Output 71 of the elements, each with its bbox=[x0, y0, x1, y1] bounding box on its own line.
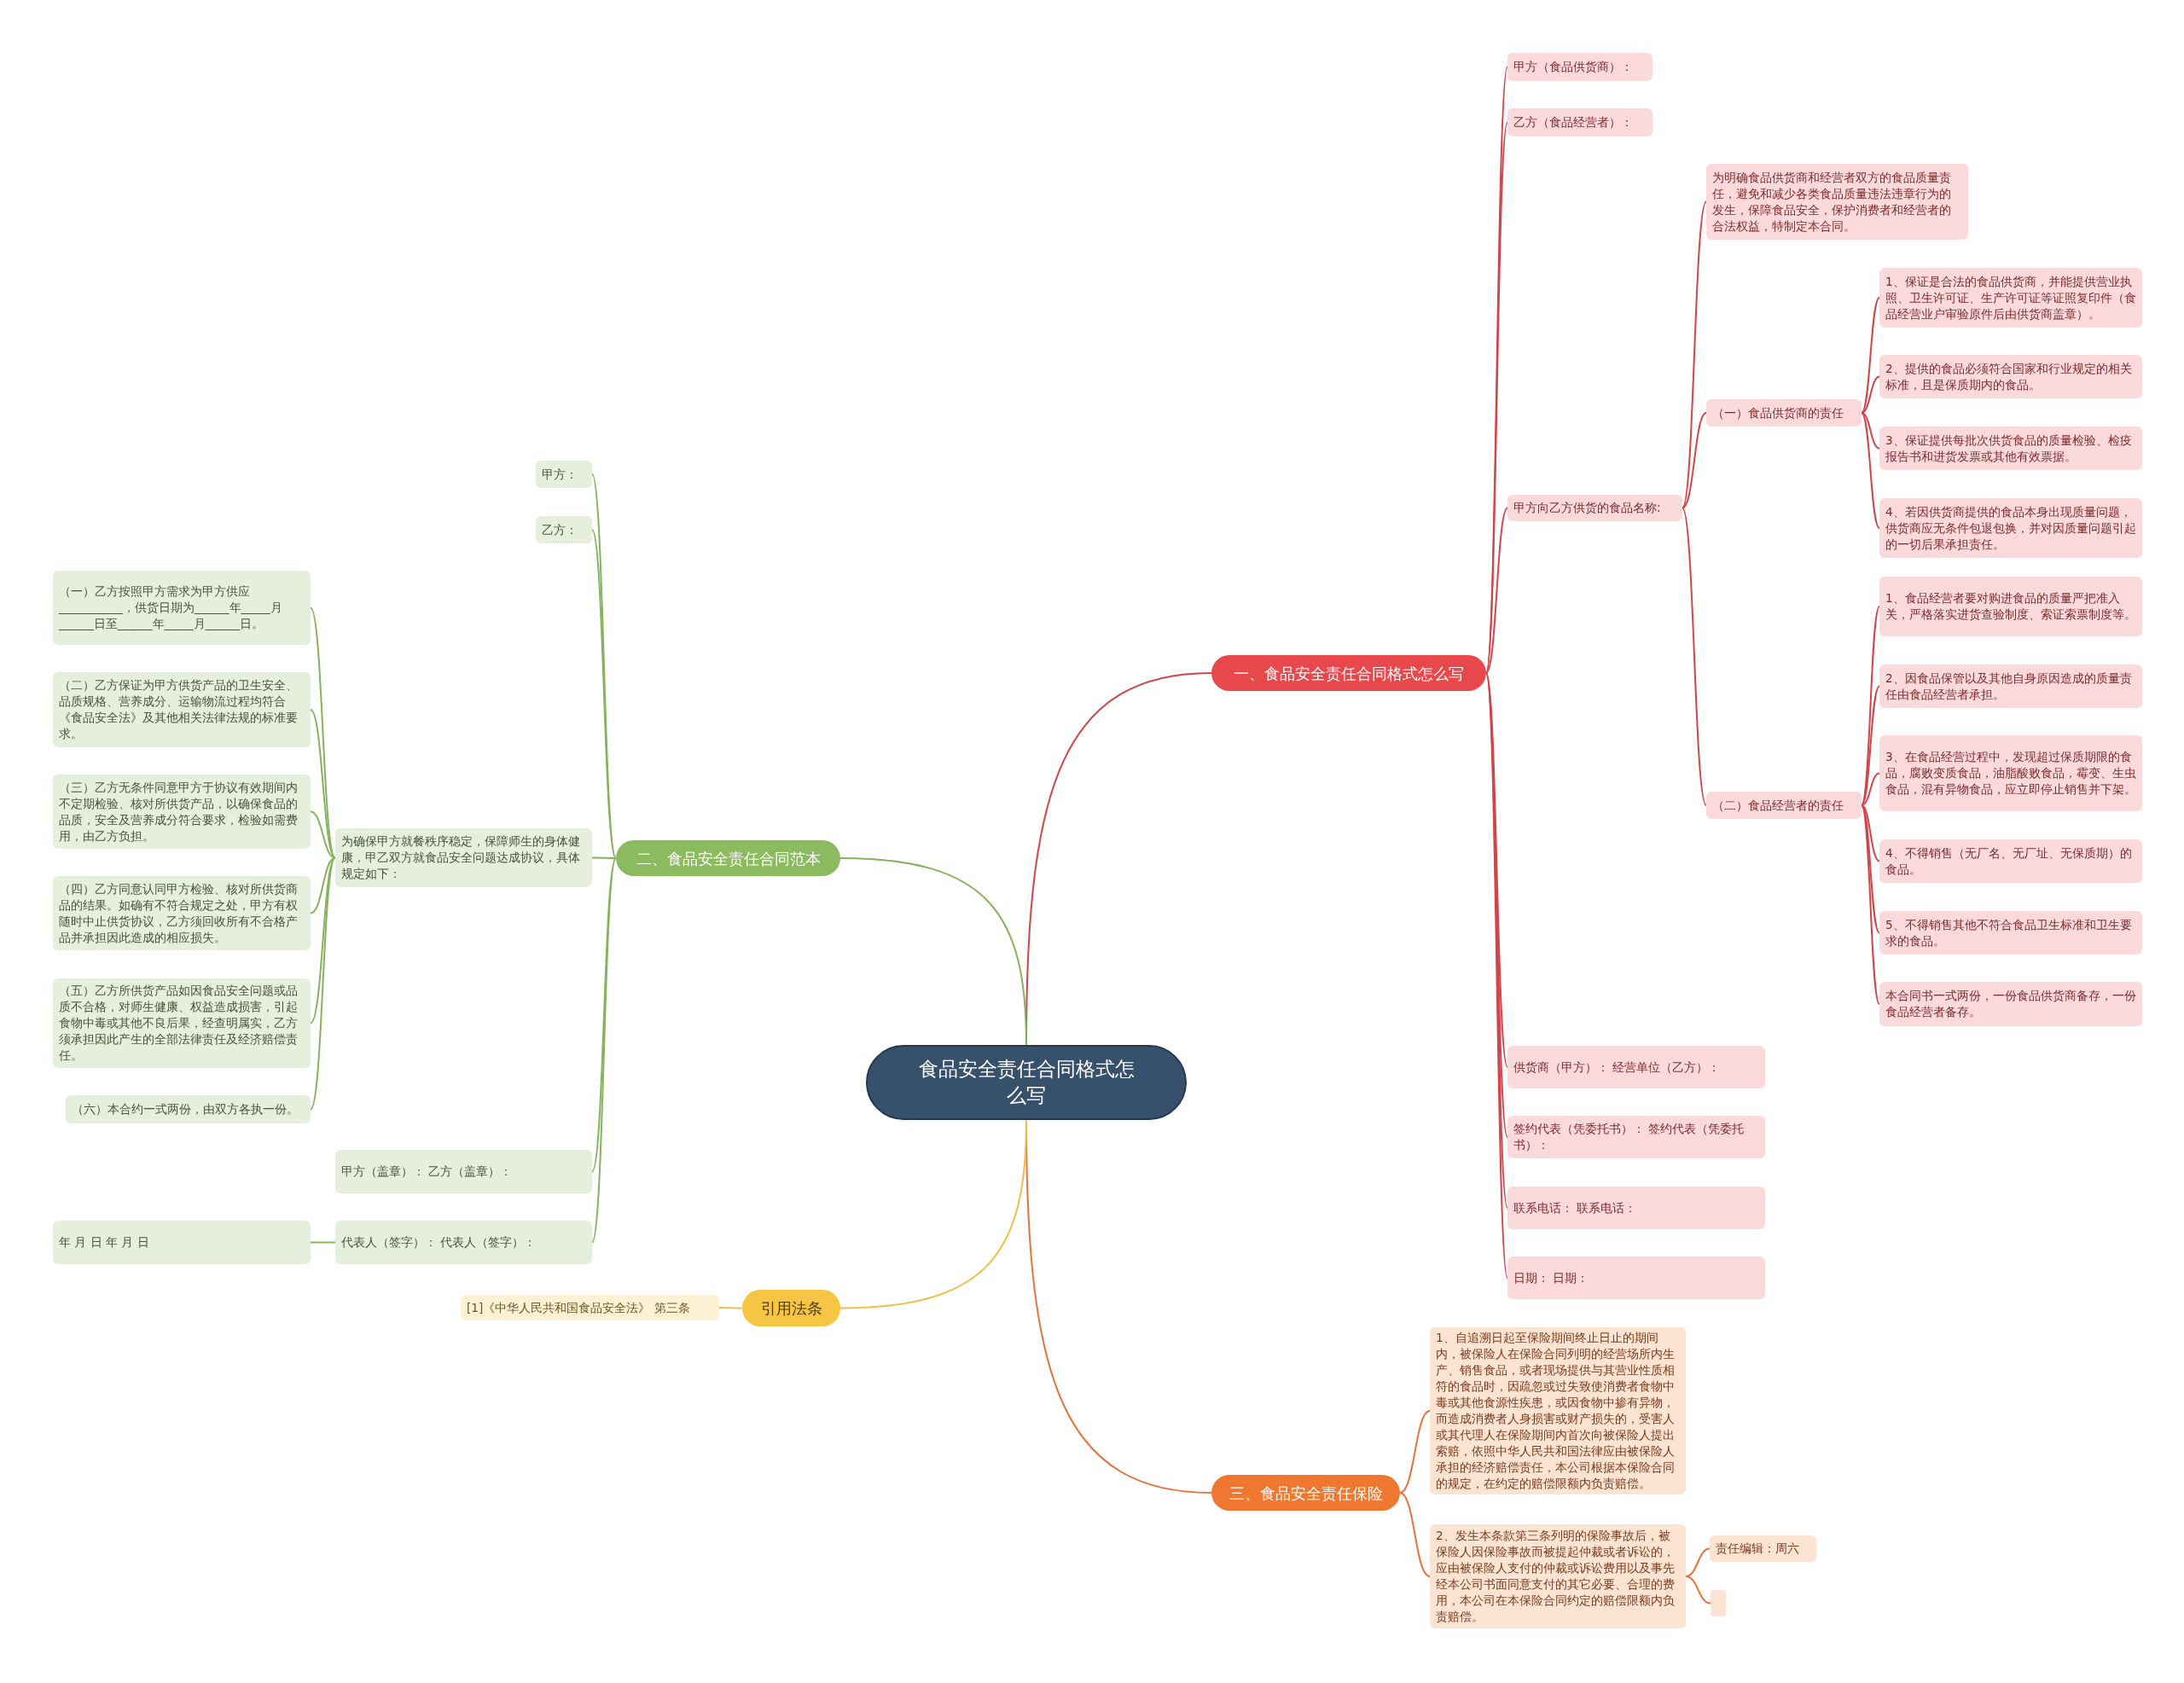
subtopic-box: （一）食品供货商的责任 bbox=[1706, 399, 1862, 427]
connector-line bbox=[591, 856, 617, 859]
connector-line bbox=[310, 810, 336, 859]
connector-line bbox=[1861, 412, 1880, 450]
subtopic-box: 年 月 日 年 月 日 bbox=[53, 1221, 311, 1264]
connector-line bbox=[1861, 804, 1880, 934]
subtopic-box: 甲方： bbox=[536, 461, 592, 488]
subtopic-box: 乙方： bbox=[536, 516, 592, 543]
subtopic-box: 3、保证提供每批次供货食品的质量检验、检疫报告书和进货发票或其他有效票据。 bbox=[1879, 427, 2142, 470]
branch-topic: 引用法条 bbox=[742, 1290, 840, 1326]
subtopic-box: 甲方向乙方供货的食品名称: bbox=[1507, 495, 1682, 521]
connector-line bbox=[718, 1307, 743, 1309]
connector-line bbox=[310, 709, 336, 859]
subtopic-box: 为确保甲方就餐秩序稳定，保障师生的身体健康，甲乙双方就食品安全问题达成协议，具体规定如下： bbox=[335, 828, 592, 887]
connector-line bbox=[1861, 297, 1880, 414]
connector-line bbox=[310, 856, 336, 914]
connector-line bbox=[1399, 1492, 1431, 1577]
subtopic-box: 联系电话： 联系电话： bbox=[1507, 1187, 1765, 1229]
connector-line bbox=[591, 857, 617, 1173]
connector-line bbox=[1861, 804, 1880, 1005]
connector-line bbox=[1861, 375, 1880, 414]
subtopic-box: 3、在食品经营过程中，发现超过保质期限的食品，腐败变质食品，油脂酸败食品，霉变、生虫食品，混有异物食品，应立即停止销售并下架。 bbox=[1879, 735, 2142, 811]
subtopic-box: （六）本合约一式两份，由双方各执一份。 bbox=[66, 1095, 311, 1123]
connector-line bbox=[839, 1119, 1027, 1309]
subtopic-box: 2、提供的食品必须符合国家和行业规定的相关标准，且是保质期内的食品。 bbox=[1879, 355, 2142, 398]
subtopic-box: 日期： 日期： bbox=[1507, 1256, 1765, 1299]
subtopic-box: [1]《中华人民共和国食品安全法》 第三条 bbox=[461, 1295, 719, 1320]
connector-line bbox=[310, 1241, 336, 1244]
connector-line bbox=[1685, 1576, 1711, 1605]
subtopic-box: （三）乙方无条件同意甲方于协议有效期间内不定期检验、核对所供货产品，以确保食品的品质，安全及营养成分符合要求，检验如需费用，由乙方负担。 bbox=[53, 775, 311, 849]
subtopic-box: 2、因食品保管以及其他自身原因造成的质量责任由食品经营者承担。 bbox=[1879, 664, 2142, 708]
connector-line bbox=[1861, 804, 1880, 862]
subtopic-box: 1、保证是合法的食品供货商，并能提供营业执照、卫生许可证、生产许可证等证照复印件（食品经营业户审验原件后由供货商盖章）。 bbox=[1879, 268, 2142, 328]
subtopic-box: 乙方（食品经营者）： bbox=[1507, 108, 1653, 136]
connector-line bbox=[1485, 507, 1508, 674]
subtopic-box: （二）乙方保证为甲方供货产品的卫生安全、品质规格、营养成分、运输物流过程均符合《食品安全法》及其他相关法律法规的标准要求。 bbox=[53, 672, 311, 747]
connector-line bbox=[1682, 200, 1707, 509]
subtopic-box: 4、不得销售（无厂名、无厂址、无保质期）的食品。 bbox=[1879, 839, 2142, 883]
connector-line bbox=[839, 857, 1027, 1046]
connector-line bbox=[1682, 507, 1707, 806]
connector-line bbox=[1399, 1410, 1431, 1494]
subtopic-box: 责任编辑：周六 bbox=[1710, 1535, 1816, 1562]
subtopic-box: 为明确食品供货商和经营者双方的食品质量责任，避免和减少各类食品质量违法违章行为的发生，保障食品安全，保护消费者和经营者的合法权益，特制定本合同。 bbox=[1706, 164, 1968, 240]
connector-line bbox=[310, 856, 336, 1024]
subtopic-box: （五）乙方所供货产品如因食品安全问题或品质不合格，对师生健康、权益造成损害，引起食物中毒或其他不良后果，经查明属实，乙方须承担因此产生的全部法律责任及经济赔偿责任。 bbox=[53, 978, 311, 1068]
branch-topic: 二、食品安全责任合同范本 bbox=[616, 840, 840, 876]
subtopic-box: 1、食品经营者要对购进食品的质量严把准入关，严格落实进货查验制度、索证索票制度等。 bbox=[1879, 577, 2142, 636]
connector-line bbox=[1685, 1547, 1711, 1577]
connector-line bbox=[1861, 412, 1880, 529]
connector-line bbox=[591, 857, 617, 1244]
subtopic-box: 签约代表（凭委托书）： 签约代表（凭委托书）： bbox=[1507, 1116, 1765, 1158]
subtopic-box: （二）食品经营者的责任 bbox=[1706, 792, 1862, 819]
branch-topic: 三、食品安全责任保险 bbox=[1211, 1475, 1400, 1511]
subtopic-box: 本合同书一式两份，一份食品供货商备存，一份食品经营者备存。 bbox=[1879, 982, 2142, 1026]
subtopic-box: （四）乙方同意认同甲方检验、核对所供货商品的结果。如确有不符合规定之处，甲方有权随时中止供货协议，乙方须回收所有不合格产品并承担因此造成的相应损失。 bbox=[53, 876, 311, 950]
connector-line bbox=[1861, 772, 1880, 806]
connector-line bbox=[310, 856, 336, 1111]
connector-line bbox=[1861, 685, 1880, 806]
empty-box bbox=[1711, 1590, 1726, 1616]
subtopic-box: （一）乙方按照甲方需求为甲方供应___________，供货日期为______年_____月______日至______年_____月______日。 bbox=[53, 571, 311, 645]
subtopic-box: 1、自追溯日起至保险期间终止日止的期间内，被保险人在保险合同列明的经营场所内生产、销售食品，或者现场提供与其营业性质相符的食品时，因疏忽或过失致使消费者食物中毒或其他食源性疾患，或因食物中掺有异物，而造成消费者人身损害或财产损失的，受害人或其代理人在保险期间内首次向被保险人提出索赔，依照中华人民共和国法律应由被保险人承担的经济赔偿责任，本公司根据本保险合同的规定，在约定的赔偿限额内负责赔偿。 bbox=[1430, 1327, 1686, 1494]
subtopic-box: 2、发生本条款第三条列明的保险事故后，被保险人因保险事故而被提起仲裁或者诉讼的，应由被保险人支付的仲裁或诉讼费用以及事先经本公司书面同意支付的其它必要、合理的费用，本公司在本保险合同约定的赔偿限额内负责赔偿。 bbox=[1430, 1524, 1686, 1628]
subtopic-box: 代表人（签字）： 代表人（签字）： bbox=[335, 1221, 592, 1264]
connector-line bbox=[1682, 412, 1707, 509]
subtopic-box: 甲方（食品供货商）： bbox=[1507, 53, 1653, 81]
subtopic-box: 4、若因供货商提供的食品本身出现质量问题，供货商应无条件包退包换，并对因质量问题引起的一切后果承担责任。 bbox=[1879, 498, 2142, 558]
subtopic-box: 供货商（甲方）： 经营单位（乙方）： bbox=[1507, 1046, 1765, 1088]
subtopic-box: 5、不得销售其他不符合食品卫生标准和卫生要求的食品。 bbox=[1879, 911, 2142, 955]
central-topic: 食品安全责任合同格式怎么写 bbox=[866, 1045, 1187, 1120]
branch-topic: 一、食品安全责任合同格式怎么写 bbox=[1211, 655, 1486, 691]
subtopic-box: 甲方（盖章）： 乙方（盖章）： bbox=[335, 1150, 592, 1193]
